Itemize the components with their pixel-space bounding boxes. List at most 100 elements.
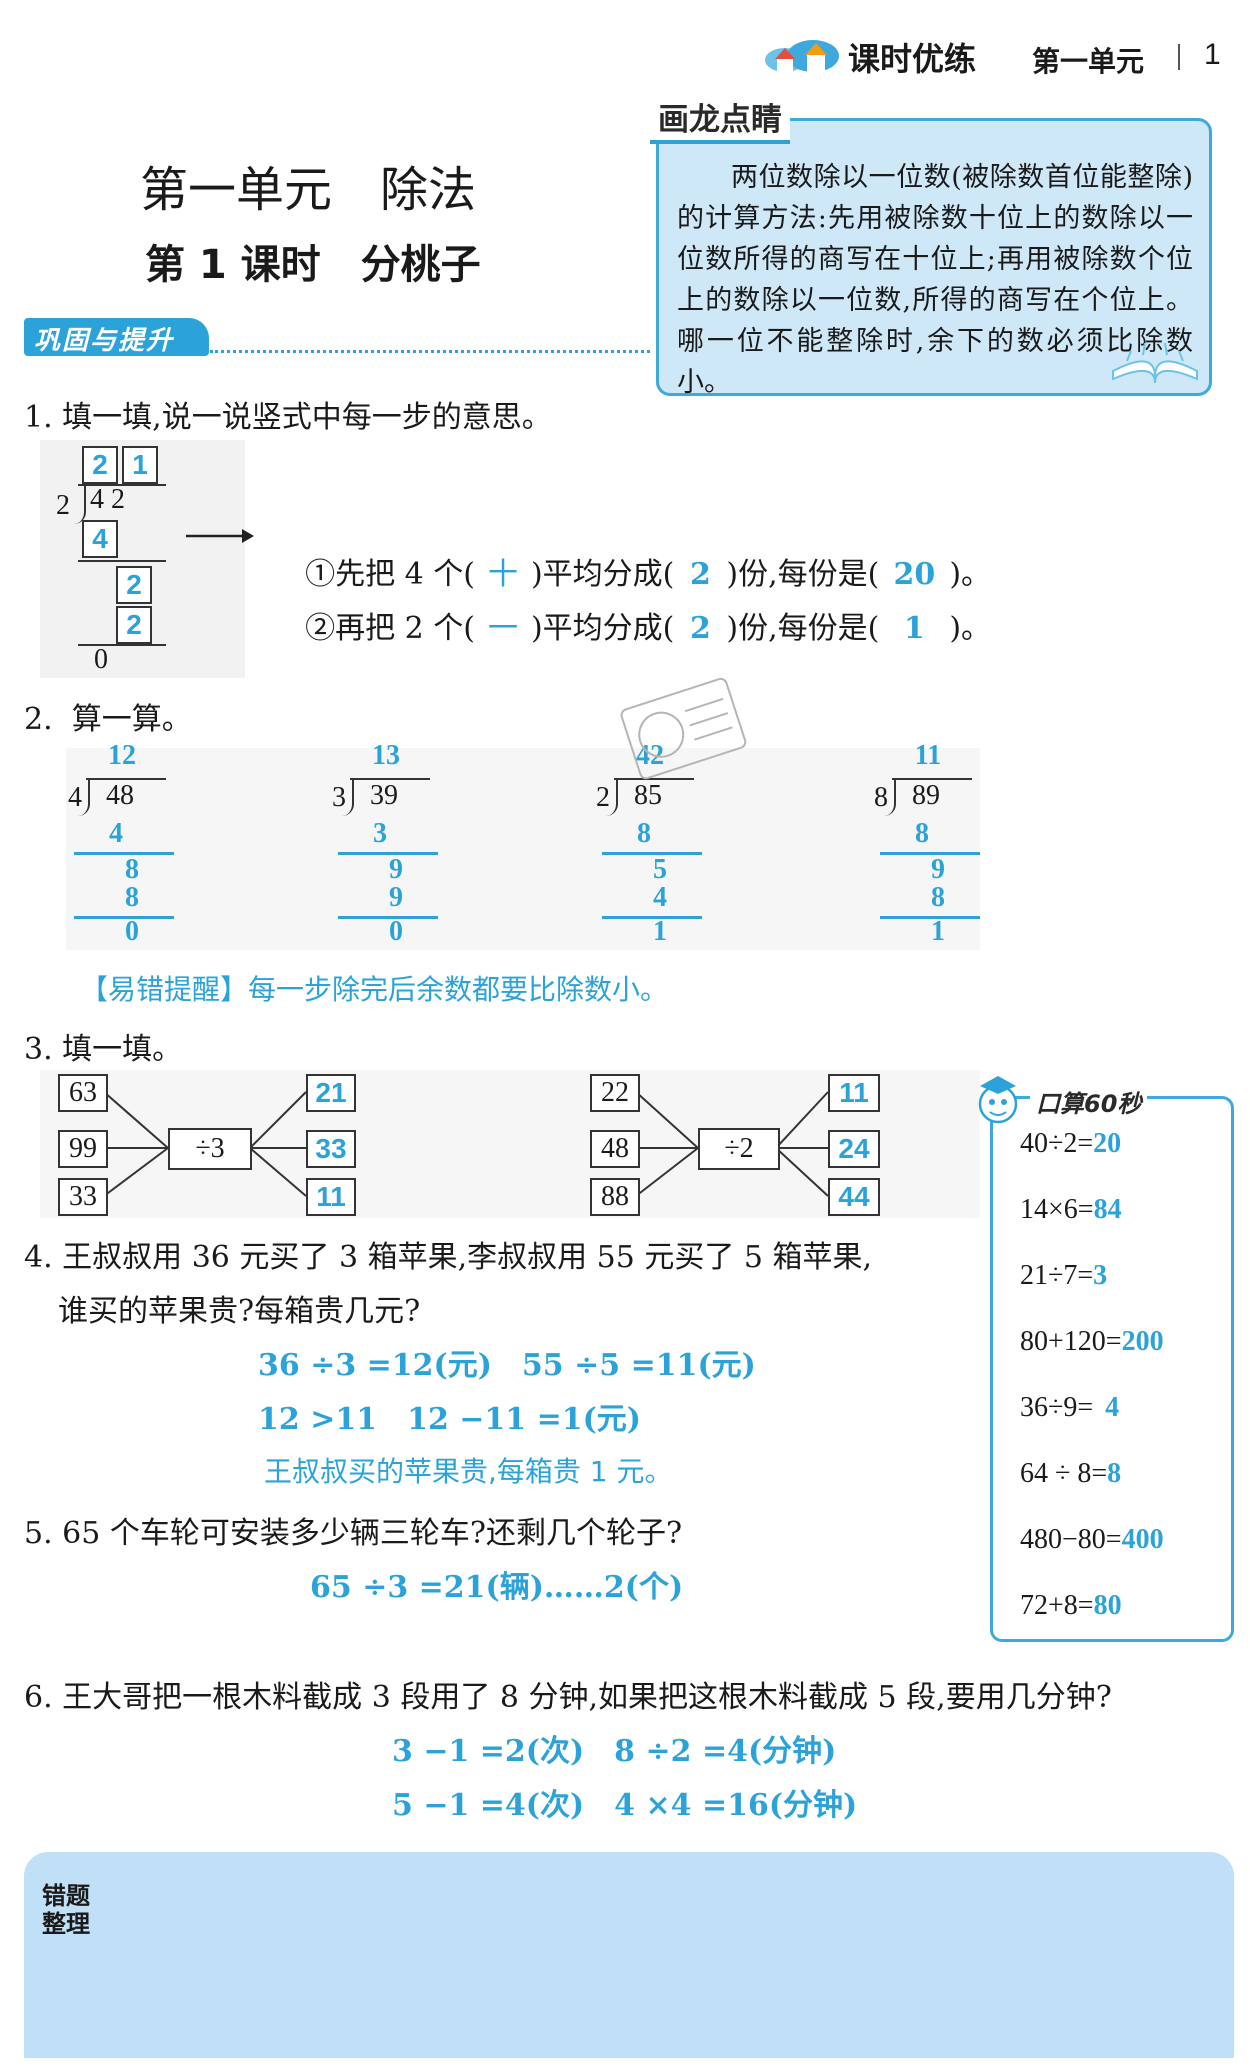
q3-right-input: 48 — [590, 1130, 640, 1168]
q3-connector-lines — [103, 1091, 829, 1197]
error-collection-box: 错题 整理 — [24, 1852, 1234, 2058]
q3-left-input: 99 — [58, 1130, 108, 1168]
mascot-icon — [970, 1070, 1030, 1134]
oral-item: 80+120=200 — [1020, 1326, 1164, 1358]
error-box-label-1: 错题 — [42, 1882, 90, 1910]
q1-line1 — [78, 560, 166, 562]
q3-left-output: 21 — [306, 1074, 356, 1112]
q3-right-output: 11 — [828, 1074, 880, 1112]
q1-bracket-top — [78, 484, 166, 486]
q2-line1 — [74, 852, 174, 855]
q2-problem: 42 2 85 8 5 4 1 — [594, 740, 714, 950]
tip-text: 两位数除以一位数(被除数首位能整除)的计算方法:先用被除数十位上的数除以一位数所… — [677, 162, 1193, 398]
oral-answer: 80 — [1093, 1590, 1122, 1621]
q2-dividend: 39 — [370, 780, 398, 811]
q2-step3: 8 — [931, 882, 945, 913]
q3-right-output: 44 — [828, 1178, 880, 1216]
oral-answer: 400 — [1121, 1524, 1164, 1555]
page-number: 1 — [1204, 38, 1221, 71]
oral-item: 40÷2=20 — [1020, 1128, 1121, 1160]
q4-answer-2: 12 >11 12 −11 =1(元) — [258, 1402, 641, 1437]
header-series: 课时优练 — [848, 40, 977, 78]
header-divider — [1178, 44, 1180, 70]
oral-expr: 40÷2= — [1020, 1128, 1094, 1159]
q3-right-input: 88 — [590, 1178, 640, 1216]
q2-quotient: 42 — [636, 740, 664, 771]
unit-title: 第一单元 除法 — [140, 162, 477, 218]
section-banner-text: 巩固与提升 — [34, 326, 175, 356]
q2-line2 — [602, 916, 702, 919]
q2-dividend: 85 — [634, 780, 662, 811]
q1-line2: ②再把 2 个(一)平均分成(2)份,每份是(1)。 — [286, 568, 991, 647]
oral-item: 36÷9=4 — [1020, 1392, 1119, 1424]
q2-panel — [66, 748, 980, 950]
q3-right-input: 22 — [590, 1074, 640, 1112]
q3-left-output: 33 — [306, 1130, 356, 1168]
q2-divisor: 4 — [68, 782, 82, 813]
q2-bracket-top — [350, 778, 430, 780]
tip-box: 两位数除以一位数(被除数首位能整除)的计算方法:先用被除数十位上的数除以一位数所… — [656, 118, 1212, 398]
q4-answer-1: 36 ÷3 =12(元) 55 ÷5 =11(元) — [258, 1348, 756, 1383]
q1-line2-post: )。 — [949, 611, 992, 646]
q4-line1: 4. 王叔叔用 36 元买了 3 箱苹果,李叔叔用 55 元买了 5 箱苹果, — [24, 1240, 873, 1275]
oral-answer: 84 — [1093, 1194, 1122, 1225]
q2-quotient: 11 — [914, 740, 942, 771]
q1-line1-mid1: )平均分成( — [530, 557, 675, 592]
q2-bracket-curve — [76, 778, 90, 816]
q2-remainder: 0 — [389, 916, 403, 947]
q2-problem: 11 8 89 8 9 8 1 — [872, 740, 992, 950]
oral-expr: 64 ÷ 8= — [1020, 1458, 1108, 1489]
q3-left-op: ÷3 — [168, 1128, 252, 1170]
q4-line2: 谁买的苹果贵?每箱贵几元? — [58, 1294, 421, 1329]
oral-item: 64 ÷ 8=8 — [1020, 1458, 1121, 1490]
q2-step2: 9 — [931, 854, 945, 885]
q2-problem: 12 4 48 4 8 8 0 — [66, 740, 186, 950]
q2-line2 — [338, 916, 438, 919]
q1-arrow-icon — [186, 526, 254, 550]
q1-line2-a3: 1 — [903, 611, 925, 646]
q2-line1 — [880, 852, 980, 855]
oral-expr: 80+120= — [1020, 1326, 1122, 1357]
q1-line2-mid2: )份,每份是( — [726, 611, 880, 646]
q1-line1-a2: 2 — [689, 557, 711, 592]
q3-left-input: 33 — [58, 1178, 108, 1216]
q2-bracket-curve — [604, 778, 618, 816]
q1-divisor: 2 — [56, 490, 70, 521]
oral-expr: 21÷7= — [1020, 1260, 1094, 1291]
header-logo-icon — [763, 30, 843, 74]
oral-expr: 14×6= — [1020, 1194, 1094, 1225]
oral-box — [990, 1096, 1234, 1642]
q5-prompt: 5. 65 个车轮可安装多少辆三轮车?还剩几个轮子? — [24, 1516, 683, 1551]
q2-bracket-top — [892, 778, 972, 780]
oral-expr: 36÷9= — [1020, 1392, 1094, 1423]
q2-step1: 3 — [373, 818, 387, 849]
header-unit: 第一单元 — [1032, 45, 1145, 78]
q2-step1: 8 — [637, 818, 651, 849]
oral-item: 14×6=84 — [1020, 1194, 1122, 1226]
q2-line2 — [880, 916, 980, 919]
q1-line1: ①先把 4 个(十)平均分成(2)份,每份是(20)。 — [286, 514, 991, 593]
oral-item: 21÷7=3 — [1020, 1260, 1107, 1292]
q3-left-output: 11 — [306, 1178, 356, 1216]
q2-remainder: 0 — [125, 916, 139, 947]
q1-step1-box: 4 — [82, 520, 118, 558]
oral-item: 480−80=400 — [1020, 1524, 1164, 1556]
q2-bracket-top — [86, 778, 166, 780]
q2-dividend: 48 — [106, 780, 134, 811]
q2-line2 — [74, 916, 174, 919]
q4-answer-3: 王叔叔买的苹果贵,每箱贵 1 元。 — [264, 1455, 673, 1488]
oral-item: 72+8=80 — [1020, 1590, 1122, 1622]
oral-expr: 72+8= — [1020, 1590, 1094, 1621]
q2-remainder: 1 — [653, 916, 667, 947]
q1-line2-pre: ②再把 2 个( — [305, 611, 475, 646]
q1-quotient-tens: 2 — [82, 446, 118, 484]
q2-problem: 13 3 39 3 9 9 0 — [330, 740, 450, 950]
q1-step3-box: 2 — [116, 606, 152, 644]
q1-prompt: 1. 填一填,说一说竖式中每一步的意思。 — [24, 400, 552, 435]
q2-bracket-curve — [340, 778, 354, 816]
q1-line1-mid2: )份,每份是( — [726, 557, 880, 592]
q3-left-input: 63 — [58, 1074, 108, 1112]
q2-quotient: 13 — [372, 740, 400, 771]
q2-step3: 4 — [653, 882, 667, 913]
q2-divisor: 8 — [874, 782, 888, 813]
